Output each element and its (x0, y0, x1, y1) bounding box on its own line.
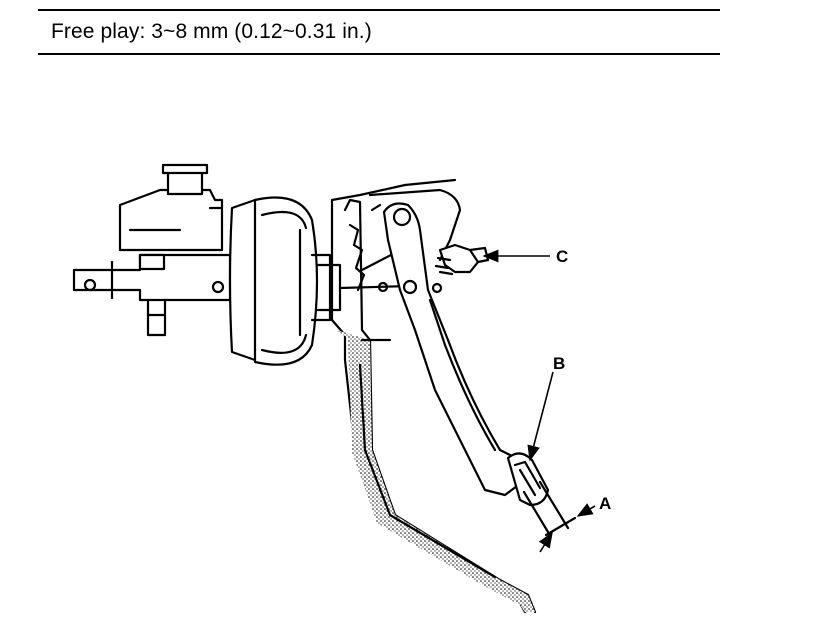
master-cylinder (118, 163, 224, 337)
callout-a-leader (576, 503, 596, 517)
free-play-spec-text: Free play: 3~8 mm (0.12~0.31 in.) (51, 20, 372, 43)
free-play-spec-box: Free play: 3~8 mm (0.12~0.31 in.) (38, 9, 720, 55)
callout-a-leader-lower (538, 531, 553, 553)
brake-booster (228, 196, 342, 366)
callout-b-leader (527, 371, 554, 462)
pedal-pad (506, 452, 550, 507)
brake-light-switch (434, 243, 490, 276)
callout-b-label: B (553, 354, 565, 373)
firewall (330, 183, 537, 614)
callout-a-label: A (599, 494, 611, 513)
brake-pedal-arm (382, 202, 527, 497)
callout-c-label: C (556, 247, 568, 266)
